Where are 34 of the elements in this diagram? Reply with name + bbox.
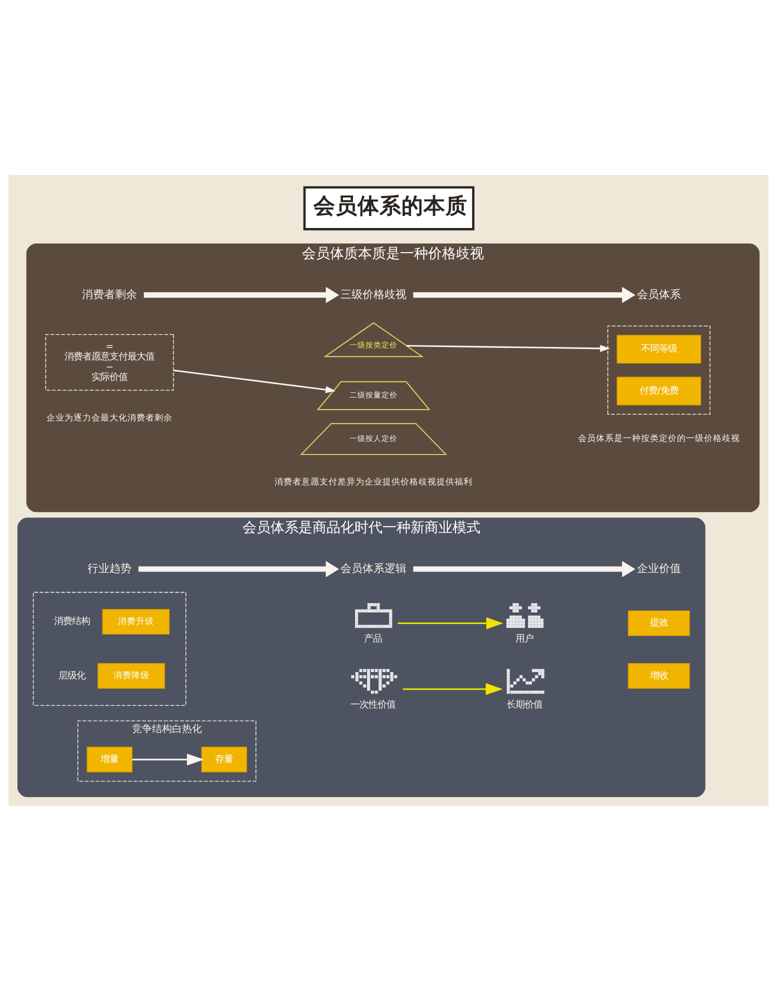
node-box: 存量 <box>201 746 247 772</box>
node-label: 产品 <box>364 634 382 645</box>
node-label: 会员体系是一种按类定价的一级价格歧视 <box>578 434 740 444</box>
node-box: 增量 <box>86 746 132 772</box>
node-label: 消费者意愿支付差异为企业提供价格歧视提供福利 <box>274 478 473 488</box>
node-box: 提效 <box>628 610 690 636</box>
arrow <box>406 344 610 352</box>
node-text: 三级价格歧视 <box>340 288 407 301</box>
arrow <box>132 754 204 766</box>
node-label: 一次性价值 <box>350 699 396 710</box>
arrow <box>173 370 336 394</box>
diagram-title: 会员体系的本质 <box>313 194 468 219</box>
node-text: 消费者剩余 <box>82 288 138 301</box>
node-box: 增收 <box>628 663 690 689</box>
arrow <box>402 683 503 696</box>
node-box: 付费/免费 <box>616 376 702 406</box>
node-text: 会员体系逻辑 <box>340 562 407 575</box>
arrow <box>413 286 636 304</box>
arrow <box>398 617 504 630</box>
node-label: 用户 <box>515 634 534 645</box>
node-text: 企业价值 <box>636 562 681 575</box>
node-label: 企业为逐力会最大化消费者剩余 <box>46 413 173 424</box>
cluster <box>607 326 710 415</box>
node-label: 层级化 <box>58 670 86 682</box>
arrow <box>413 560 636 578</box>
node-box: = 消费者愿意支付最大值 − 实际价值 <box>45 334 174 391</box>
node-text: 行业趋势 <box>88 562 132 575</box>
node-label: 消费结构 <box>54 616 90 628</box>
cluster <box>32 592 186 706</box>
node-label: 长期价值 <box>506 699 542 710</box>
node-text: 会员体系 <box>636 288 681 301</box>
arrow <box>138 560 340 578</box>
node-box: 不同等级 <box>616 334 702 364</box>
arrow <box>144 286 340 304</box>
